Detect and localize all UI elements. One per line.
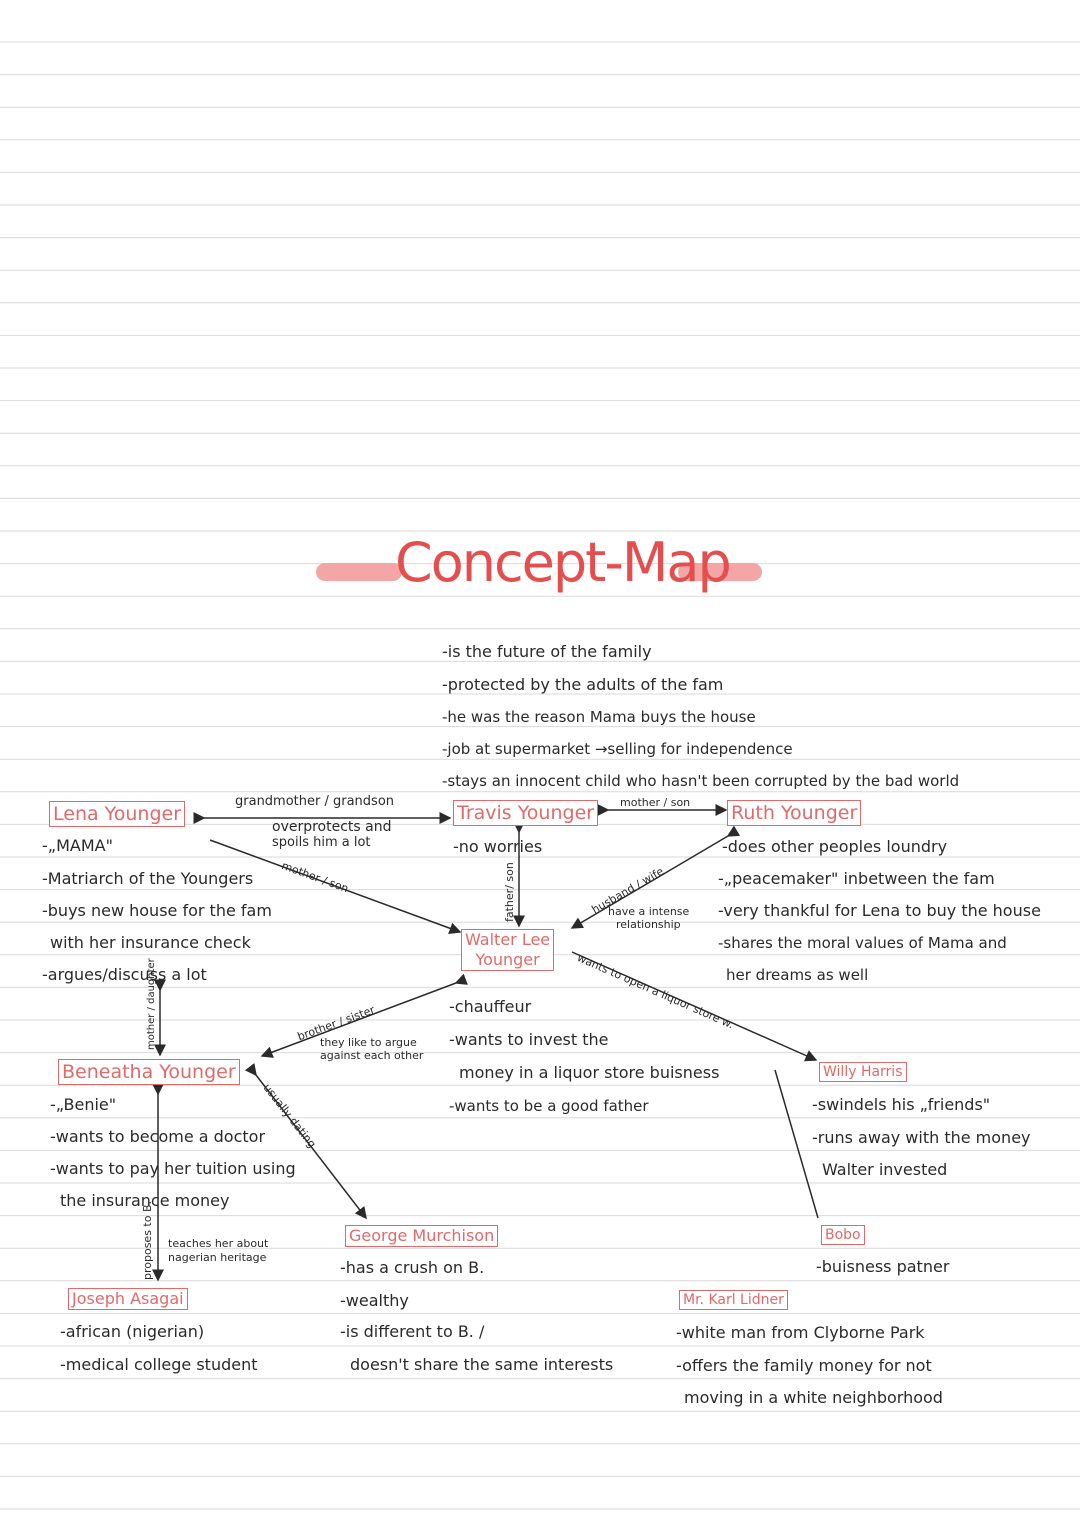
willy-note: -runs away with the money [812, 1128, 1031, 1147]
node-ruth-younger: Ruth Younger [727, 800, 862, 826]
note-joseph-beneatha-2: nagerian heritage [168, 1251, 267, 1264]
node-walter-lee-younger: Walter Lee Younger [461, 929, 555, 971]
label-lena-travis: grandmother / grandson [235, 794, 395, 809]
edge-walter-beneatha [260, 973, 468, 1058]
lena-note: -„MAMA" [42, 836, 113, 855]
note-joseph-beneatha-1: teaches her about [168, 1237, 269, 1250]
lindner-note: -white man from Clyborne Park [676, 1323, 925, 1342]
walter-name-line2: Younger [475, 950, 540, 969]
walter-note: money in a liquor store buisness [459, 1063, 720, 1082]
walter-note: -wants to be a good father [449, 1097, 649, 1115]
ruth-note: -„peacemaker" inbetween the fam [718, 869, 995, 888]
travis-note: -no worries [453, 837, 543, 856]
travis-note: -he was the reason Mama buys the house [442, 708, 756, 726]
title-right-bar [678, 563, 762, 581]
note-walter-beneatha-2: against each other [320, 1049, 424, 1062]
node-bobo: Bobo [821, 1225, 865, 1245]
edge-willy-bobo [774, 1069, 819, 1219]
label-travis-ruth: mother / son [620, 796, 691, 809]
lena-note: -argues/discuss a lot [42, 965, 207, 984]
edge-lena-walter [209, 839, 462, 935]
walter-note: -chauffeur [449, 997, 532, 1016]
bobo-note: -buisness patner [816, 1257, 950, 1276]
travis-note: -is the future of the family [442, 642, 652, 661]
ruth-note: her dreams as well [726, 966, 869, 984]
label-joseph-beneatha: proposes to B. [141, 1200, 154, 1280]
walter-name-line1: Walter Lee [465, 930, 551, 949]
node-karl-lindner: Mr. Karl Lidner [679, 1290, 788, 1310]
node-lena-younger: Lena Younger [49, 801, 186, 827]
lena-note: -Matriarch of the Youngers [42, 869, 254, 888]
note-lena-travis-1: overprotects and [272, 819, 392, 835]
lena-note: -buys new house for the fam [42, 901, 272, 920]
ruth-note: -does other peoples loundry [722, 837, 948, 856]
ruth-note: -shares the moral values of Mama and [718, 934, 1007, 952]
walter-note: -wants to invest the [449, 1030, 609, 1049]
node-george-murchison: George Murchison [345, 1225, 499, 1247]
label-travis-walter: father/ son [503, 862, 516, 922]
edge-walter-willy [571, 951, 818, 1062]
page-title: Concept-Map [395, 531, 732, 594]
willy-note: Walter invested [822, 1160, 948, 1179]
lindner-note: -offers the family money for not [676, 1356, 932, 1375]
travis-note: -stays an innocent child who hasn't been… [442, 772, 960, 790]
beneatha-note: -wants to become a doctor [50, 1127, 266, 1146]
note-ruth-walter-2: relationship [616, 918, 681, 931]
joseph-note: -medical college student [60, 1355, 258, 1374]
node-travis-younger: Travis Younger [453, 800, 599, 826]
note-ruth-walter-1: have a intense [608, 905, 690, 918]
node-joseph-asagai: Joseph Asagai [68, 1288, 188, 1310]
travis-note: -job at supermarket →selling for indepen… [442, 740, 793, 758]
beneatha-note: -„Benie" [50, 1095, 117, 1114]
title-left-bar [316, 563, 402, 581]
joseph-note: -african (nigerian) [60, 1322, 205, 1341]
travis-note: -protected by the adults of the fam [442, 675, 724, 694]
george-note: -wealthy [340, 1291, 409, 1310]
note-walter-beneatha-1: they like to argue [320, 1036, 417, 1049]
node-willy-harris: Willy Harris [819, 1062, 907, 1082]
george-note: doesn't share the same interests [350, 1355, 614, 1374]
node-beneatha-younger: Beneatha Younger [58, 1059, 240, 1085]
ruth-note: -very thankful for Lena to buy the house [718, 901, 1041, 920]
willy-note: -swindels his „friends" [812, 1095, 991, 1114]
lindner-note: moving in a white neighborhood [684, 1388, 943, 1407]
note-lena-travis-2: spoils him a lot [272, 835, 371, 850]
george-note: -has a crush on B. [340, 1258, 485, 1277]
beneatha-note: -wants to pay her tuition using [50, 1159, 296, 1178]
beneatha-note: the insurance money [60, 1191, 230, 1210]
edge-ruth-walter [570, 825, 741, 929]
edge-beneatha-george [244, 1063, 367, 1220]
lena-note: with her insurance check [50, 933, 251, 952]
george-note: -is different to B. / [340, 1322, 485, 1341]
